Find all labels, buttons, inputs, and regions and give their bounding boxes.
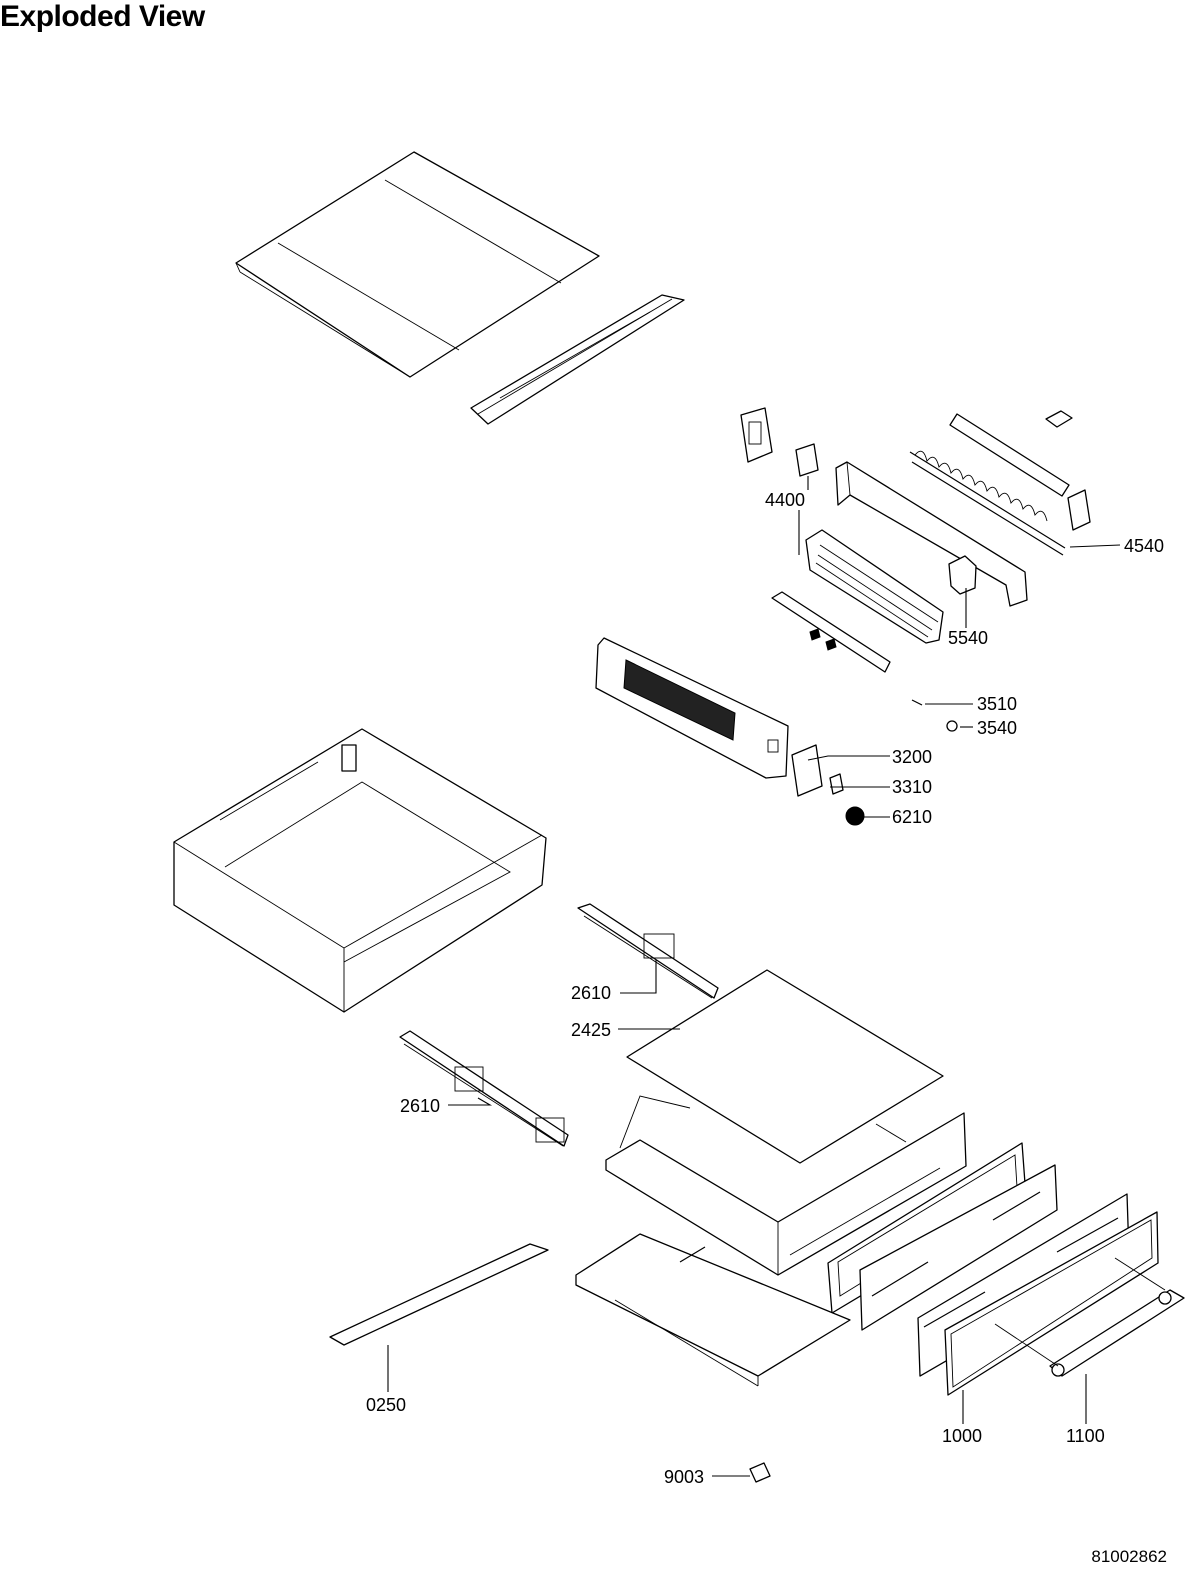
callout-0250: 0250	[366, 1395, 406, 1415]
callout-2610-lower: 2610	[400, 1096, 440, 1116]
end-cap	[1067, 489, 1091, 531]
switch-frame	[740, 407, 773, 463]
switch-plate-3200	[791, 744, 823, 797]
glass-plate	[626, 969, 944, 1164]
front-inner-panel	[859, 1164, 1058, 1331]
knob-6210	[845, 806, 865, 826]
callout-1000: 1000	[942, 1426, 982, 1446]
foot-9003	[749, 1462, 771, 1483]
heater-bracket	[949, 413, 1070, 497]
document-number: 81002862	[1091, 1547, 1167, 1566]
slide-rail-lower	[399, 1030, 569, 1147]
callout-3540: 3540	[977, 718, 1017, 738]
heater-housing	[835, 461, 1028, 607]
handle-1100	[994, 1257, 1185, 1377]
callout-3200: 3200	[892, 747, 932, 767]
slide-rail-upper	[577, 903, 719, 999]
top-cover-panel	[235, 151, 600, 378]
callout-labels: 4400 4540 5540 3510 3540 3200 3310 6210 …	[366, 490, 1164, 1487]
callout-4540: 4540	[1124, 536, 1164, 556]
housing-box	[173, 728, 547, 1013]
callout-6210: 6210	[892, 807, 932, 827]
clip-top	[1045, 410, 1073, 428]
heating-element-coil	[909, 450, 1066, 556]
callout-1100: 1100	[1066, 1426, 1105, 1446]
callout-5540: 5540	[948, 628, 988, 648]
callout-2610-upper: 2610	[571, 983, 611, 1003]
control-panel	[595, 637, 789, 779]
front-door-panel	[944, 1211, 1159, 1396]
callout-3510: 3510	[977, 694, 1017, 714]
callout-4400: 4400	[765, 490, 805, 510]
fan-5540-clip	[948, 555, 977, 595]
callout-3310: 3310	[892, 777, 932, 797]
side-strip	[329, 1243, 549, 1346]
leader-lines	[387, 476, 1121, 1477]
fan-bracket	[771, 591, 891, 673]
switch-4400	[795, 443, 819, 477]
base-plate	[575, 1233, 851, 1387]
nut-3540	[946, 720, 958, 732]
drawer	[605, 1095, 967, 1276]
tangential-fan	[805, 529, 944, 644]
switch-3310	[829, 773, 844, 795]
upper-rail	[470, 294, 685, 425]
callout-2425: 2425	[571, 1020, 611, 1040]
page-title: Exploded View	[0, 0, 205, 33]
callout-9003: 9003	[664, 1467, 704, 1487]
screw-3510	[911, 699, 923, 706]
